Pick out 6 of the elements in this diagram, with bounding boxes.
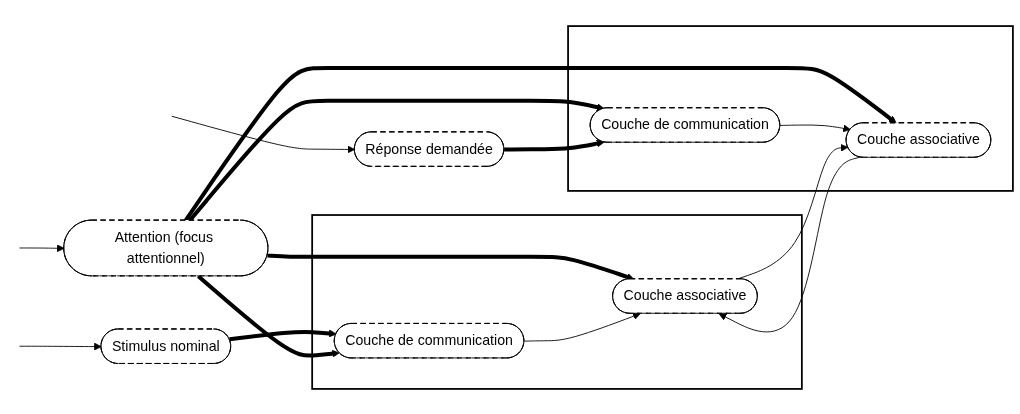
- cluster: [567, 24, 1014, 192]
- cluster: [311, 213, 803, 390]
- arrow: [267, 253, 635, 281]
- arrow: [504, 139, 605, 151]
- arrow: [229, 329, 337, 341]
- arrow: [197, 274, 340, 358]
